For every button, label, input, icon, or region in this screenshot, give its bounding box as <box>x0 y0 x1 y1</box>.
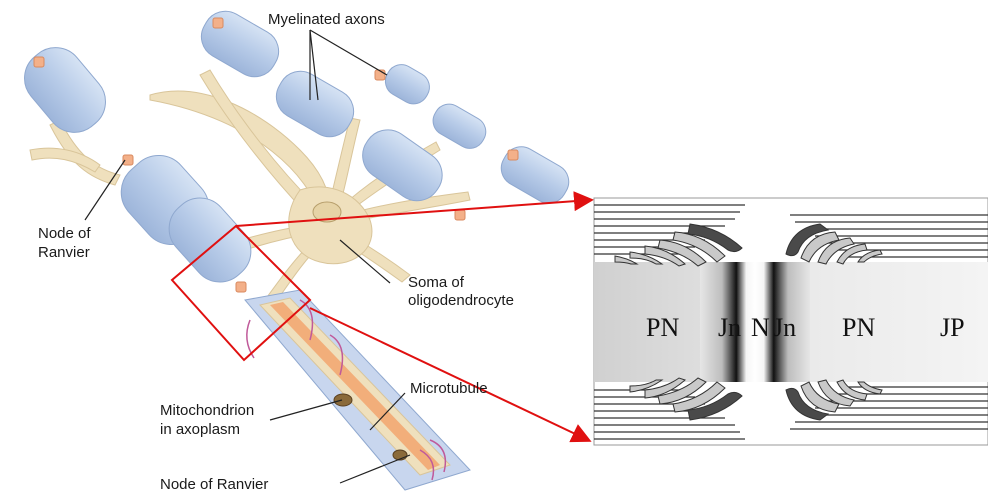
label-myelinated-axons: Myelinated axons <box>268 11 385 28</box>
label-soma-line2: oligodendrocyte <box>408 292 514 309</box>
region-jp: JP <box>940 313 965 342</box>
region-pn-left: PN <box>646 313 679 342</box>
region-n: N <box>751 313 770 342</box>
mitochondrion <box>334 394 352 406</box>
label-node-of-ranvier-bottom: Node of Ranvier <box>160 476 268 493</box>
region-pn-right: PN <box>842 313 875 342</box>
label-mitochondrion-line2: in axoplasm <box>160 421 240 438</box>
node-detail-panel: PN Jn N Jn PN JP <box>594 198 988 445</box>
label-node-of-ranvier-line2: Ranvier <box>38 244 90 261</box>
region-jn-left: Jn <box>718 313 741 342</box>
label-node-of-ranvier-line1: Node of <box>38 225 91 242</box>
label-mitochondrion-line1: Mitochondrion <box>160 402 254 419</box>
label-soma-line1: Soma of <box>408 274 465 291</box>
label-microtubule: Microtubule <box>410 380 488 397</box>
region-jn-right: Jn <box>773 313 796 342</box>
